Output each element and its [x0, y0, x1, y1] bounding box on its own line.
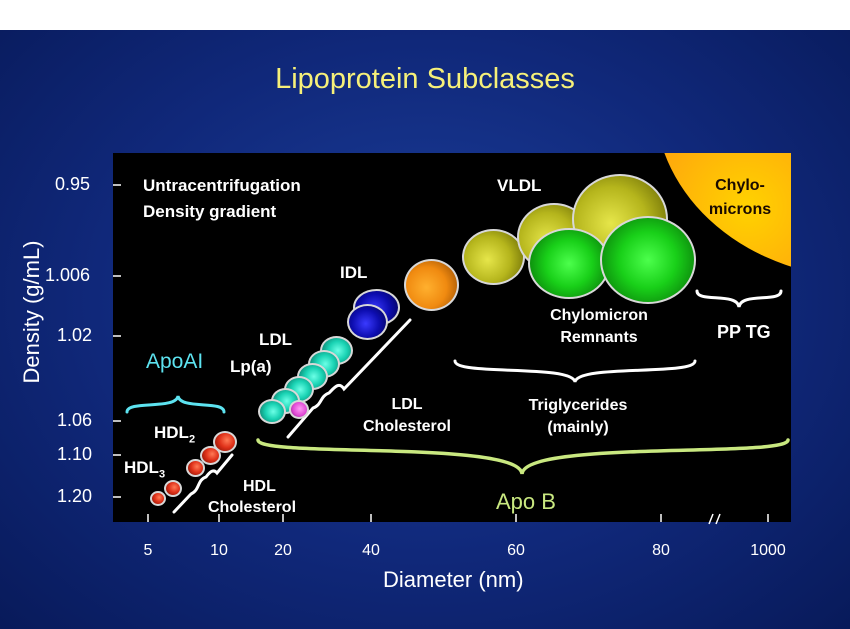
ldl-cholesterol-brace [286, 318, 412, 439]
idl-vldl-particle [404, 259, 459, 311]
apoai-brace [125, 395, 226, 414]
ldl-cholesterol-label: LDL Cholesterol [362, 396, 451, 435]
apo-b-label: Apo B [496, 489, 556, 514]
x-axis-label: Diameter (nm) [383, 567, 524, 592]
idl-particle [347, 304, 388, 340]
x-tick: 80 [652, 542, 670, 559]
ldl-label: LDL [259, 330, 293, 349]
hdl2-particle [213, 431, 237, 453]
vldl-particle [462, 229, 525, 285]
y-tick: 0.95 [55, 174, 91, 194]
axis-break-mark [715, 513, 721, 525]
x-tick: 40 [362, 542, 380, 559]
lpa-particle [289, 400, 309, 419]
vldl-label: VLDL [497, 176, 542, 195]
apoai-label: ApoAI [146, 350, 204, 373]
x-tick: 20 [274, 542, 292, 559]
chylomicrons-label: Chylo- microns [708, 177, 772, 218]
axis-break-mark [708, 513, 714, 525]
y-tick: 1.02 [57, 325, 93, 345]
y-tick: 1.006 [45, 265, 91, 285]
y-tick: 1.20 [57, 486, 93, 506]
idl-label: IDL [340, 263, 368, 282]
ldl-particle [258, 399, 286, 424]
pp-tg-label: PP TG [717, 322, 771, 342]
slide-title: Lipoprotein Subclasses [275, 63, 575, 95]
chylomicron-remnants-label: Chylomicron Remnants [550, 307, 648, 346]
hdl3-particle [164, 480, 182, 497]
chylomicron-remnant-particle [600, 216, 696, 304]
hdl3-label: HDL3 [124, 458, 166, 481]
x-tick: 10 [210, 542, 228, 559]
x-tick: 5 [143, 542, 153, 559]
chylomicron-remnant-particle [528, 228, 610, 299]
hdl2-particle [186, 459, 205, 477]
x-tick: 60 [507, 542, 525, 559]
hdl2-particle [200, 446, 221, 465]
x-tick: 1000 [750, 542, 786, 559]
triglycerides-label: Triglycerides (mainly) [528, 397, 628, 436]
y-tick: 1.06 [57, 410, 93, 430]
y-tick: 1.10 [57, 444, 93, 464]
hdl3-particle [150, 491, 166, 506]
hdl-cholesterol-label: HDL Cholesterol [208, 478, 297, 516]
hdl2-label: HDL2 [154, 423, 196, 446]
lpa-label: Lp(a) [230, 357, 272, 376]
triglycerides-brace [453, 359, 697, 383]
pp-tg-brace [695, 289, 783, 308]
hdl-cholesterol-brace [172, 453, 234, 514]
apo-b-brace [256, 438, 790, 475]
method-label: Untracentrifugation Density gradient [143, 176, 301, 221]
